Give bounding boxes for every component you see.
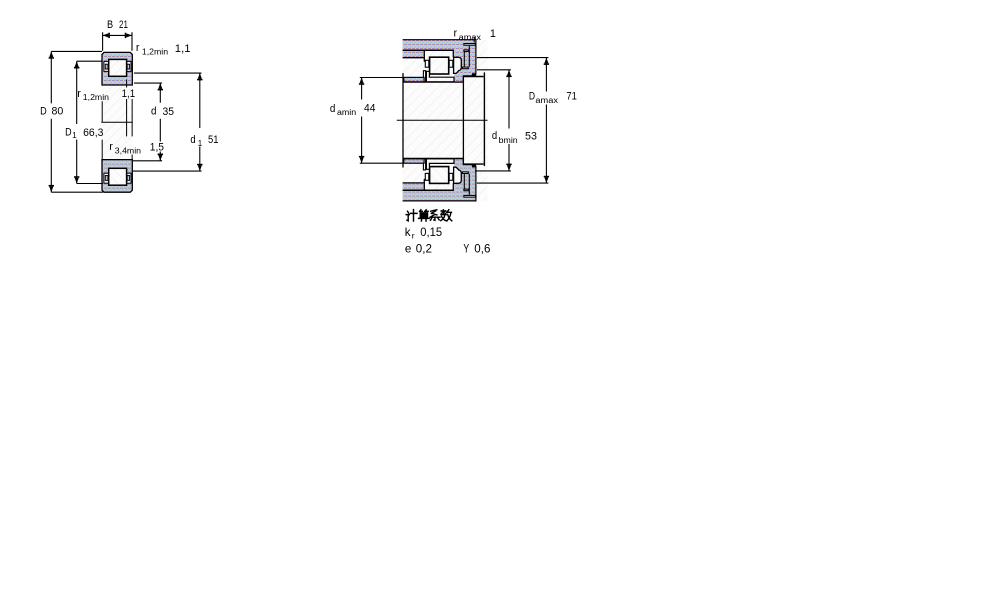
svg-text:21: 21 bbox=[119, 19, 128, 31]
svg-text:r: r bbox=[412, 230, 415, 240]
svg-text:D: D bbox=[65, 127, 72, 139]
svg-text:80: 80 bbox=[52, 106, 64, 118]
svg-text:D: D bbox=[40, 106, 47, 118]
svg-text:1: 1 bbox=[72, 131, 77, 140]
svg-text:Y: Y bbox=[463, 242, 469, 255]
svg-text:d: d bbox=[492, 130, 497, 142]
svg-text:0,2: 0,2 bbox=[416, 242, 432, 255]
svg-text:amax: amax bbox=[535, 96, 558, 105]
svg-text:amin: amin bbox=[337, 108, 356, 117]
svg-text:d: d bbox=[330, 103, 336, 115]
svg-text:35: 35 bbox=[163, 106, 175, 118]
svg-text:bmin: bmin bbox=[499, 136, 518, 145]
svg-text:0,15: 0,15 bbox=[420, 226, 442, 239]
svg-text:71: 71 bbox=[566, 90, 577, 102]
svg-text:D: D bbox=[529, 90, 535, 102]
svg-text:3,4min: 3,4min bbox=[115, 146, 141, 155]
svg-text:1: 1 bbox=[490, 28, 496, 40]
svg-text:e: e bbox=[405, 242, 411, 255]
svg-text:r: r bbox=[109, 141, 113, 153]
svg-text:51: 51 bbox=[208, 134, 219, 146]
svg-text:r: r bbox=[77, 88, 81, 100]
svg-text:1,2min: 1,2min bbox=[142, 47, 168, 56]
svg-text:1,2min: 1,2min bbox=[83, 93, 109, 102]
svg-text:k: k bbox=[405, 226, 411, 239]
svg-text:amax: amax bbox=[459, 33, 481, 42]
svg-text:d: d bbox=[151, 106, 157, 118]
svg-text:1,1: 1,1 bbox=[122, 88, 136, 100]
svg-text:1,5: 1,5 bbox=[150, 142, 164, 154]
svg-text:44: 44 bbox=[364, 102, 375, 114]
svg-text:66,3: 66,3 bbox=[83, 127, 103, 139]
svg-text:r: r bbox=[454, 28, 458, 40]
svg-text:1: 1 bbox=[198, 139, 203, 148]
svg-text:1,1: 1,1 bbox=[175, 43, 191, 55]
svg-text:0,6: 0,6 bbox=[474, 242, 490, 255]
svg-text:53: 53 bbox=[525, 131, 537, 143]
svg-text:r: r bbox=[136, 42, 140, 54]
svg-text:B: B bbox=[107, 19, 113, 31]
svg-text:d: d bbox=[190, 134, 195, 146]
